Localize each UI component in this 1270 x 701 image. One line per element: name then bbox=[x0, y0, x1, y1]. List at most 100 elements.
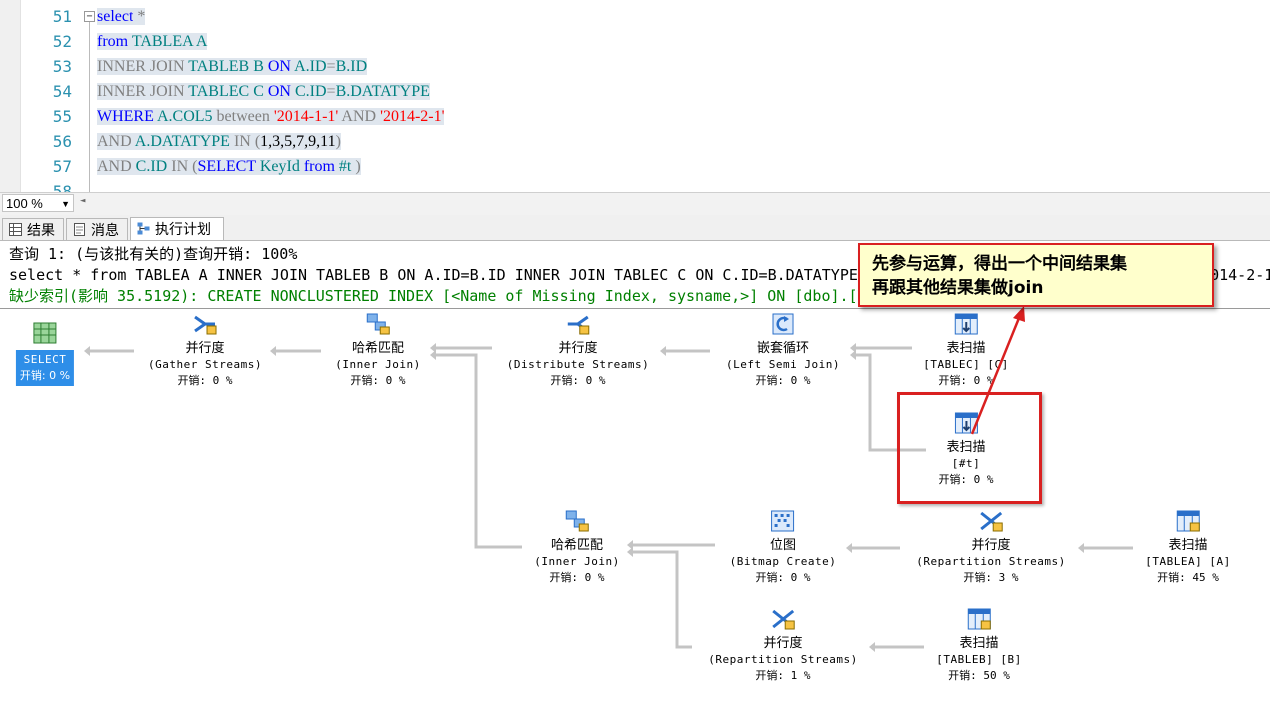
tab-label: 消息 bbox=[91, 222, 119, 238]
node-cost: 开销: 0 % bbox=[755, 571, 811, 584]
distribute-streams-icon bbox=[567, 315, 590, 335]
tab-divider bbox=[0, 240, 1270, 241]
bitmap-icon bbox=[771, 510, 795, 532]
plan-node-table-scan-t[interactable]: 表扫描 [#t] 开销: 0 % bbox=[938, 412, 994, 488]
node-name: 哈希匹配 bbox=[351, 341, 405, 356]
code-token: ON bbox=[267, 58, 291, 75]
code-token: SELECT bbox=[197, 158, 256, 175]
code-token: '2014-2-1' bbox=[376, 108, 445, 125]
node-cost: 开销: 45 % bbox=[1157, 571, 1219, 584]
code-token: TABLEC C bbox=[184, 83, 268, 100]
node-name: 表扫描 bbox=[946, 341, 986, 356]
scroll-left-icon[interactable]: ◄ bbox=[80, 196, 86, 206]
code-token: IN bbox=[233, 133, 251, 150]
code-token: WHERE bbox=[97, 108, 154, 125]
plan-node-table-scan-a[interactable]: 表扫描 [TABLEA] [A] 开销: 45 % bbox=[1145, 510, 1230, 586]
node-subtitle: (Inner Join) bbox=[534, 555, 620, 568]
node-subtitle: (Repartition Streams) bbox=[916, 555, 1066, 568]
hash-match-icon bbox=[565, 510, 589, 532]
node-name: 表扫描 bbox=[959, 636, 999, 651]
node-name: 并行度 bbox=[558, 341, 598, 356]
editor-gutter bbox=[0, 0, 21, 192]
node-name: 并行度 bbox=[971, 538, 1011, 553]
code-token: #t bbox=[334, 158, 356, 175]
plan-node-distribute-streams[interactable]: 并行度 (Distribute Streams) 开销: 0 % bbox=[507, 313, 649, 389]
code-token: = bbox=[326, 58, 336, 75]
code-token: ( bbox=[250, 133, 261, 150]
zoom-value: 100 % bbox=[6, 196, 43, 211]
code-token: C.ID bbox=[290, 83, 327, 100]
plan-node-hash-match-2[interactable]: 哈希匹配 (Inner Join) 开销: 0 % bbox=[534, 510, 619, 586]
code-token: 1,3,5,7,9,11 bbox=[260, 133, 336, 150]
plan-node-nested-loops[interactable]: 嵌套循环 (Left Semi Join) 开销: 0 % bbox=[726, 313, 840, 389]
code-token: '2014-1-1' bbox=[269, 108, 339, 125]
query-cost-line: 查询 1: (与该批有关的)查询开销: 100% bbox=[9, 245, 298, 263]
plan-node-repartition-streams-b[interactable]: 并行度 (Repartition Streams) 开销: 1 % bbox=[708, 608, 858, 684]
code-token: select bbox=[97, 8, 134, 25]
node-subtitle: [TABLEC] [C] bbox=[923, 358, 1009, 371]
node-name: SELECT bbox=[23, 353, 67, 366]
code-token: INNER JOIN bbox=[97, 58, 185, 75]
node-cost: 开销: 0 % bbox=[550, 374, 606, 387]
code-token: between bbox=[216, 108, 270, 125]
plan-node-table-scan-b[interactable]: 表扫描 [TABLEB] [B] 开销: 50 % bbox=[936, 608, 1021, 684]
node-cost: 开销: 50 % bbox=[948, 669, 1010, 682]
node-subtitle: [#t] bbox=[951, 457, 981, 470]
tab-results[interactable]: 结果 bbox=[2, 218, 64, 240]
plan-node-bitmap[interactable]: 位图 (Bitmap Create) 开销: 0 % bbox=[730, 510, 837, 586]
nested-loops-icon bbox=[772, 313, 794, 335]
code-line[interactable]: 51 select * bbox=[0, 4, 1270, 29]
code-line[interactable]: 53 INNER JOIN TABLEB B ON A.ID=B.ID bbox=[0, 54, 1270, 79]
node-cost: 开销: 0 % bbox=[549, 571, 605, 584]
node-subtitle: (Repartition Streams) bbox=[708, 653, 858, 666]
node-name: 表扫描 bbox=[946, 440, 986, 455]
header-divider bbox=[0, 308, 1270, 309]
line-number: 56 bbox=[52, 132, 72, 151]
node-cost: 开销: 0 % bbox=[177, 374, 233, 387]
code-token: IN bbox=[171, 158, 189, 175]
annotation-callout: 先参与运算，得出一个中间结果集 再跟其他结果集做join bbox=[858, 243, 1214, 307]
tab-messages[interactable]: 消息 bbox=[66, 218, 128, 240]
connector bbox=[633, 550, 692, 649]
plan-node-hash-match-1[interactable]: 哈希匹配 (Inner Join) 开销: 0 % bbox=[335, 313, 420, 389]
node-name: 嵌套循环 bbox=[756, 341, 809, 356]
annotation-line-1: 先参与运算，得出一个中间结果集 bbox=[872, 254, 1127, 274]
zoom-select[interactable]: 100 % ▼ bbox=[2, 194, 74, 212]
line-number: 51 bbox=[52, 7, 72, 26]
code-text: select * bbox=[97, 4, 146, 29]
code-token: TABLEB B bbox=[184, 58, 268, 75]
code-line[interactable]: 58 bbox=[0, 179, 1270, 192]
node-cost: 开销: 0 % bbox=[938, 374, 994, 387]
plan-node-repartition-streams-a[interactable]: 并行度 (Repartition Streams) 开销: 3 % bbox=[916, 510, 1066, 586]
code-token: A.DATATYPE bbox=[131, 133, 234, 150]
collapse-region-icon[interactable]: − bbox=[84, 11, 95, 22]
code-token: ) bbox=[355, 158, 361, 175]
tab-execution-plan[interactable]: 执行计划 bbox=[130, 217, 224, 241]
select-icon bbox=[33, 322, 57, 344]
plan-node-table-scan-c[interactable]: 表扫描 [TABLEC] [C] 开销: 0 % bbox=[923, 313, 1008, 389]
node-subtitle: (Gather Streams) bbox=[148, 358, 262, 371]
code-token: B.ID bbox=[335, 58, 368, 75]
repartition-streams-icon bbox=[980, 511, 1003, 532]
line-number: 52 bbox=[52, 32, 72, 51]
line-number: 55 bbox=[52, 107, 72, 126]
hash-match-icon bbox=[366, 313, 390, 335]
code-token: AND bbox=[338, 108, 377, 125]
table-scan-icon bbox=[967, 608, 991, 630]
chevron-down-icon: ▼ bbox=[61, 199, 70, 209]
plan-node-gather-streams[interactable]: 并行度 (Gather Streams) 开销: 0 % bbox=[148, 313, 262, 389]
tab-label: 执行计划 bbox=[155, 221, 211, 237]
plan-node-select[interactable]: SELECT 开销: 0 % bbox=[15, 322, 75, 386]
grid-icon bbox=[9, 223, 22, 236]
line-number: 53 bbox=[52, 57, 72, 76]
code-token: A.ID bbox=[290, 58, 327, 75]
code-token: KeyId bbox=[255, 158, 304, 175]
node-cost: 开销: 3 % bbox=[963, 571, 1019, 584]
node-subtitle: [TABLEB] [B] bbox=[936, 653, 1022, 666]
